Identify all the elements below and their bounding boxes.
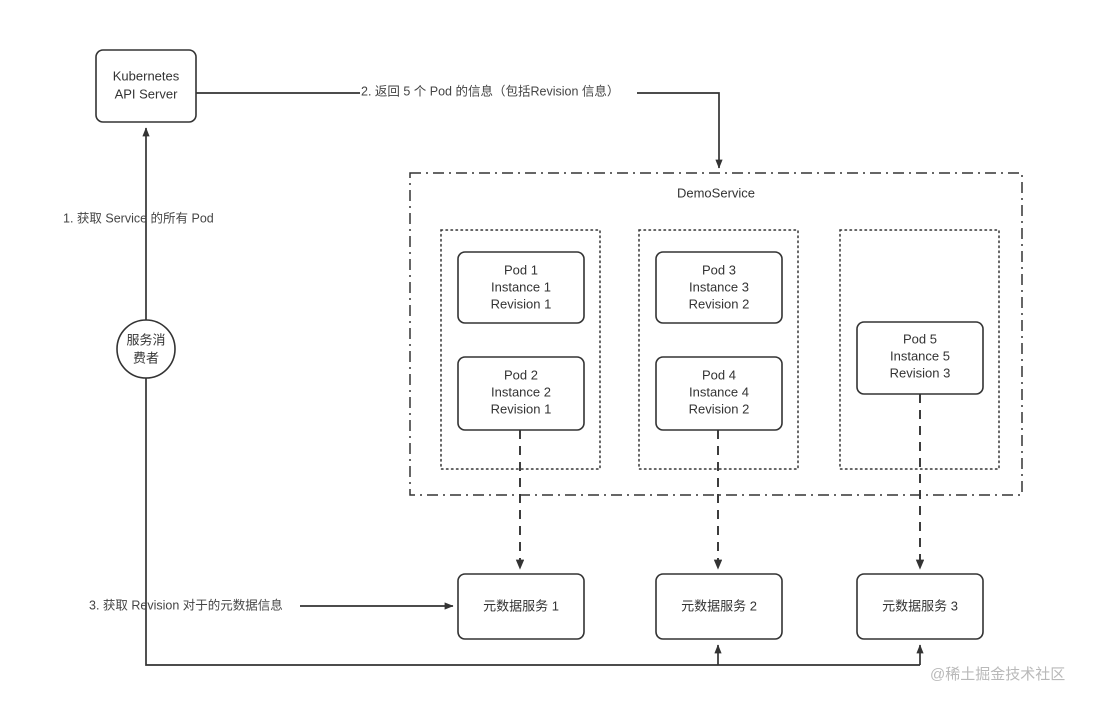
consumer-label-line1: 服务消 [126, 332, 165, 347]
edge-step3: 3. 获取 Revision 对于的元数据信息 [89, 378, 924, 666]
pod-box-2-instance: Instance 2 [491, 384, 551, 399]
pod-group-3 [839, 229, 1000, 470]
pod-box-1-revision: Revision 1 [491, 296, 552, 311]
pod-box-4-name: Pod 4 [702, 367, 736, 382]
pod-box-3-shape[interactable] [655, 251, 783, 324]
metadata-service-box-1-label: 元数据服务 1 [483, 598, 559, 613]
api-server-label-line1: Kubernetes [113, 68, 180, 83]
pod-box-5-instance: Instance 5 [890, 348, 950, 363]
api-server-box-shape[interactable] [95, 49, 197, 123]
pod-box-2-shape[interactable] [457, 356, 585, 431]
pod-box-3-revision: Revision 2 [689, 296, 750, 311]
pod-box-4-instance: Instance 4 [689, 384, 749, 399]
pod-box-4[interactable]: Pod 4 Instance 4 Revision 2 [655, 356, 783, 431]
edge-step1-label: 1. 获取 Service 的所有 Pod [63, 210, 214, 225]
metadata-service-box-2[interactable]: 元数据服务 2 [655, 573, 783, 640]
consumer-label-line2: 费者 [133, 350, 159, 365]
metadata-service-box-1[interactable]: 元数据服务 1 [457, 573, 585, 640]
metadata-service-box-3-shape[interactable] [856, 573, 984, 640]
metadata-service-box-2-shape[interactable] [655, 573, 783, 640]
pod-box-1-instance: Instance 1 [491, 279, 551, 294]
edge-step3-return-path [145, 378, 920, 666]
api-server-box[interactable]: Kubernetes API Server [95, 49, 197, 123]
pod-box-5-name: Pod 5 [903, 331, 937, 346]
watermark-label: @稀土掘金技术社区 [930, 666, 1065, 683]
metadata-service-box-3[interactable]: 元数据服务 3 [856, 573, 984, 640]
metadata-service-box-1-shape[interactable] [457, 573, 585, 640]
demoservice-container: DemoService [409, 172, 1023, 496]
pod-box-3-instance: Instance 3 [689, 279, 749, 294]
demoservice-label: DemoService [677, 185, 755, 200]
pod-box-2-revision: Revision 1 [491, 401, 552, 416]
pod-group-1 [440, 229, 601, 470]
pod-group-2-border [638, 229, 799, 470]
pod-box-1[interactable]: Pod 1 Instance 1 Revision 1 [457, 251, 585, 324]
pod-group-1-border [440, 229, 601, 470]
pod-box-4-revision: Revision 2 [689, 401, 750, 416]
pod-box-2[interactable]: Pod 2 Instance 2 Revision 1 [457, 356, 585, 431]
metadata-service-box-2-label: 元数据服务 2 [681, 598, 757, 613]
demoservice-container-border [409, 172, 1023, 496]
pod-group-2 [638, 229, 799, 470]
pod-group-3-border [839, 229, 1000, 470]
pod-box-5[interactable]: Pod 5 Instance 5 Revision 3 [856, 321, 984, 395]
pod-box-5-revision: Revision 3 [890, 365, 951, 380]
pod-box-1-shape[interactable] [457, 251, 585, 324]
pod-box-2-name: Pod 2 [504, 367, 538, 382]
metadata-service-box-3-label: 元数据服务 3 [882, 598, 958, 613]
consumer-node[interactable]: 服务消 费者 [116, 319, 176, 379]
consumer-node-shape[interactable] [116, 319, 176, 379]
edge-step2: 2. 返回 5 个 Pod 的信息（包括Revision 信息） [196, 83, 723, 169]
pod-box-4-shape[interactable] [655, 356, 783, 431]
pod-box-3[interactable]: Pod 3 Instance 3 Revision 2 [655, 251, 783, 324]
api-server-label-line2: API Server [115, 86, 179, 101]
edge-step2-segment-right [637, 92, 723, 169]
pod-box-5-shape[interactable] [856, 321, 984, 395]
edge-step3-label: 3. 获取 Revision 对于的元数据信息 [89, 597, 283, 612]
pod-box-1-name: Pod 1 [504, 262, 538, 277]
pod-box-3-name: Pod 3 [702, 262, 736, 277]
edge-step2-label: 2. 返回 5 个 Pod 的信息（包括Revision 信息） [361, 83, 619, 98]
edge-step1: 1. 获取 Service 的所有 Pod [63, 127, 214, 320]
